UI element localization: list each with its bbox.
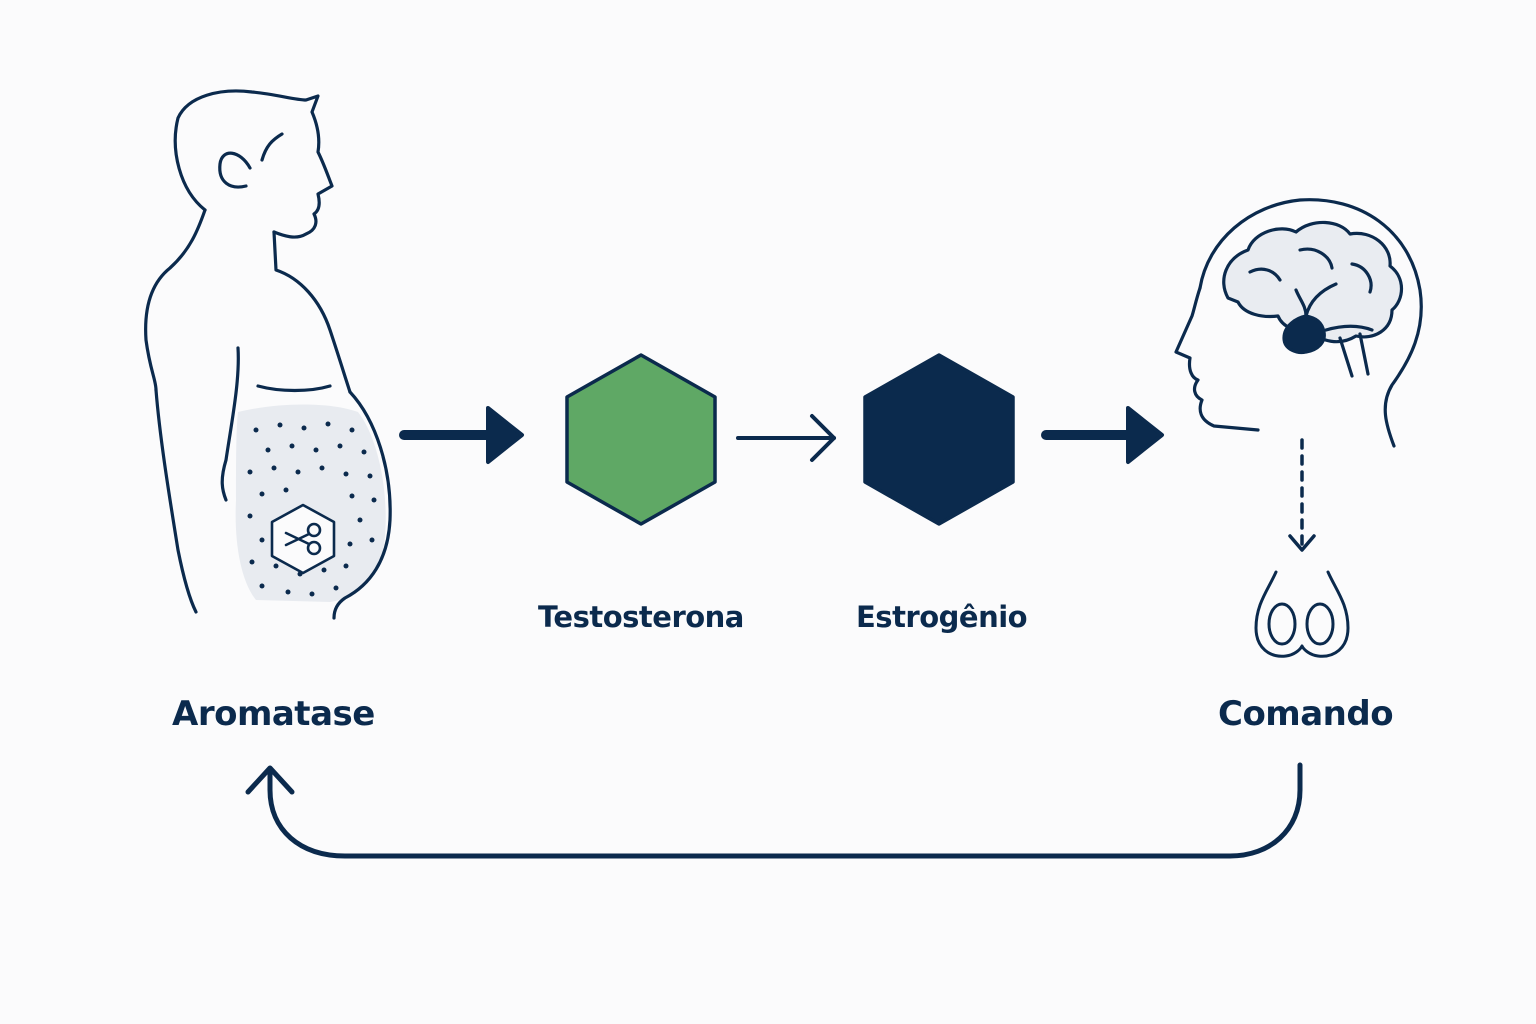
fat-dots	[247, 421, 377, 597]
pituitary-gland	[1282, 314, 1326, 355]
dashed-arrow-brain-to-gonads	[1288, 438, 1316, 552]
head-brain-pituitary-icon	[1174, 198, 1423, 448]
male-body-icon	[144, 89, 392, 620]
belly-fat-area	[235, 404, 386, 602]
testes-icon	[1254, 570, 1350, 658]
arrow-estrogenio-to-brain	[1041, 406, 1164, 464]
label-estrogenio: Estrogênio	[856, 600, 1028, 634]
scissors-hexagon-icon	[270, 503, 336, 575]
arrow-body-to-testosterona	[399, 406, 524, 464]
feedback-loop-arrow	[245, 762, 1303, 859]
label-testosterona: Testosterona	[538, 600, 744, 634]
arrow-testosterona-to-estrogenio	[736, 414, 836, 462]
estrogenio-hexagon	[863, 353, 1015, 526]
label-aromatase: Aromatase	[172, 694, 375, 734]
label-comando: Comando	[1218, 694, 1394, 734]
testosterona-hexagon	[565, 353, 717, 526]
